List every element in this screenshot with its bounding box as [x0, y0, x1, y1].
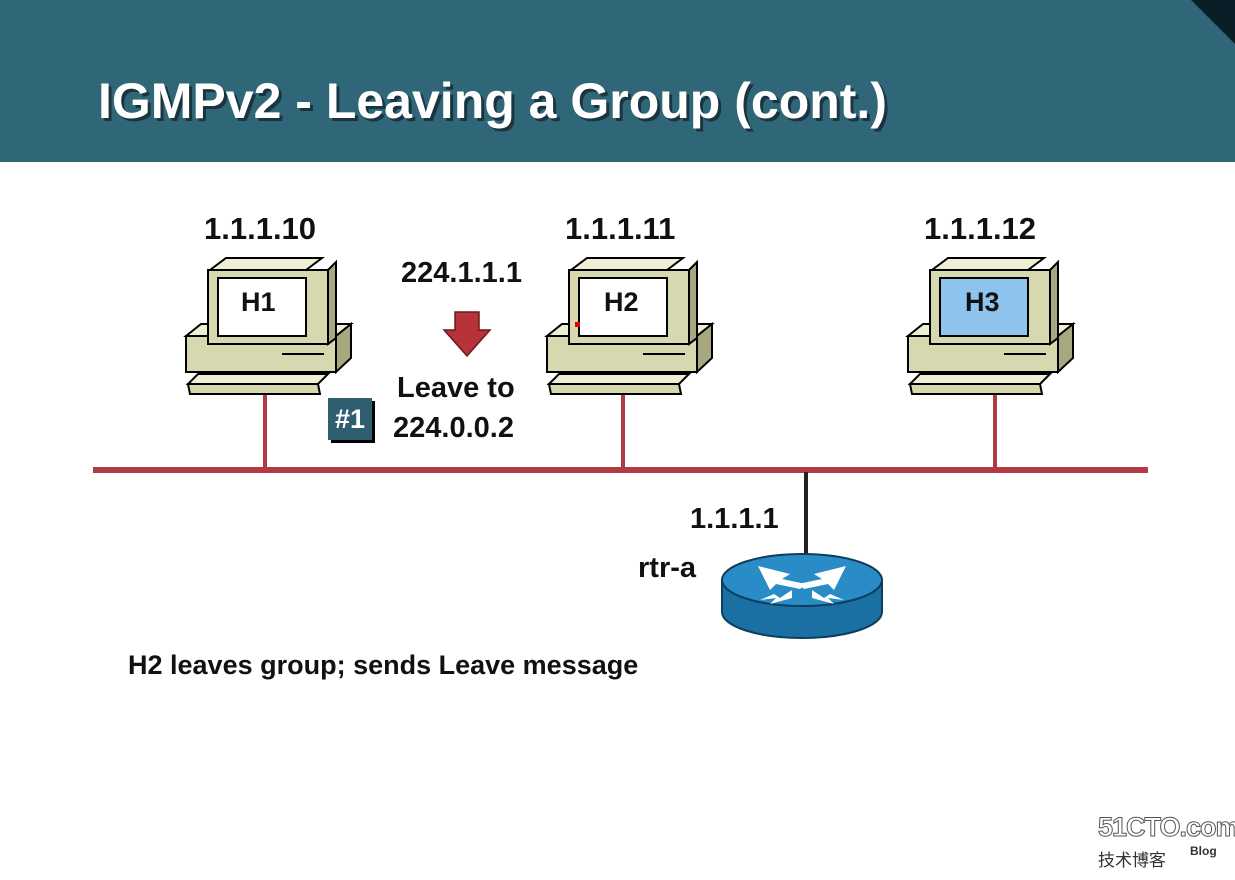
caption: H2 leaves group; sends Leave message [128, 650, 639, 680]
h2-ip-label: 1.1.1.11 [565, 211, 676, 246]
watermark-cn: 技术博客 [1098, 851, 1166, 870]
h1-screen-label: H1 [241, 287, 276, 317]
h3-computer-icon [907, 257, 1074, 395]
leave-to-label: Leave to [397, 372, 515, 404]
router-ip-label: 1.1.1.1 [690, 503, 779, 535]
slide-title: IGMPv2 - Leaving a Group (cont.) [98, 73, 887, 129]
router-icon [721, 553, 883, 639]
header-band [0, 0, 1235, 162]
watermark-blog: Blog [1190, 844, 1217, 858]
router-name-label: rtr-a [638, 552, 697, 584]
down-arrow-icon [442, 311, 492, 358]
h3-screen-label: H3 [965, 287, 1000, 317]
h2-led [575, 322, 580, 327]
step-badge: #1 [328, 398, 372, 440]
h2-computer-icon [546, 257, 713, 395]
leave-destination-label: 224.0.0.2 [393, 412, 514, 444]
watermark-site: 51CTO.com [1098, 812, 1235, 843]
h1-ip-label: 1.1.1.10 [204, 211, 317, 246]
h3-ip-label: 1.1.1.12 [924, 211, 1037, 246]
header-corner [1191, 0, 1235, 44]
h2-screen-label: H2 [604, 287, 639, 317]
h1-computer-icon [185, 257, 352, 395]
group-address-label: 224.1.1.1 [401, 257, 522, 289]
